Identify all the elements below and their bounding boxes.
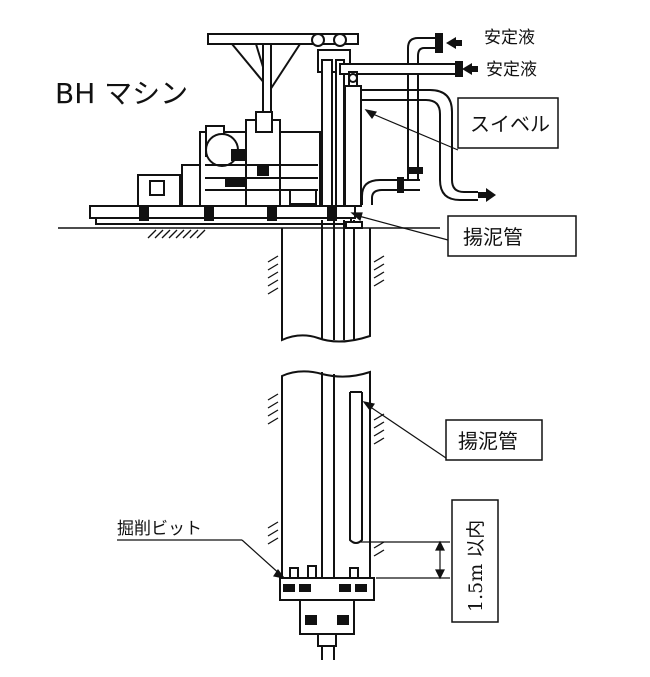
swivel-label-box <box>457 97 559 149</box>
drill-bit <box>279 565 375 647</box>
clearance-label: 1.5m 以内 <box>465 520 487 612</box>
swivel <box>344 71 362 207</box>
borehole-wall-hatch-lower <box>267 393 385 557</box>
stabilizing-fluid-label: 安定液 <box>486 60 537 80</box>
arrow-right-icon <box>478 188 496 202</box>
borehole-wall-hatch-upper <box>267 255 385 295</box>
diagram-title: BH マシン <box>55 77 188 110</box>
arrow-left-icon <box>446 37 462 49</box>
mud-pipe-label-bottom: 揚泥管 <box>458 429 518 453</box>
swivel-label: スイベル <box>470 112 550 136</box>
clearance-dimension <box>360 540 450 580</box>
clearance-label-box <box>451 499 499 623</box>
leader-lines <box>117 109 459 579</box>
mud-pipe-label-top: 揚泥管 <box>463 225 523 249</box>
stabilizing-fluid-label: 安定液 <box>484 28 535 48</box>
bh-machine-body <box>89 111 356 225</box>
mud-pipe-label-box-top <box>447 215 577 257</box>
mud-pipe-label-box-bottom <box>445 419 543 461</box>
drill-bit-label: 掘削ビット <box>117 519 202 539</box>
ground-hatch <box>147 229 206 239</box>
arrow-left-icon <box>462 63 478 75</box>
borehole-upper <box>281 220 371 343</box>
fluid-piping <box>339 33 478 205</box>
